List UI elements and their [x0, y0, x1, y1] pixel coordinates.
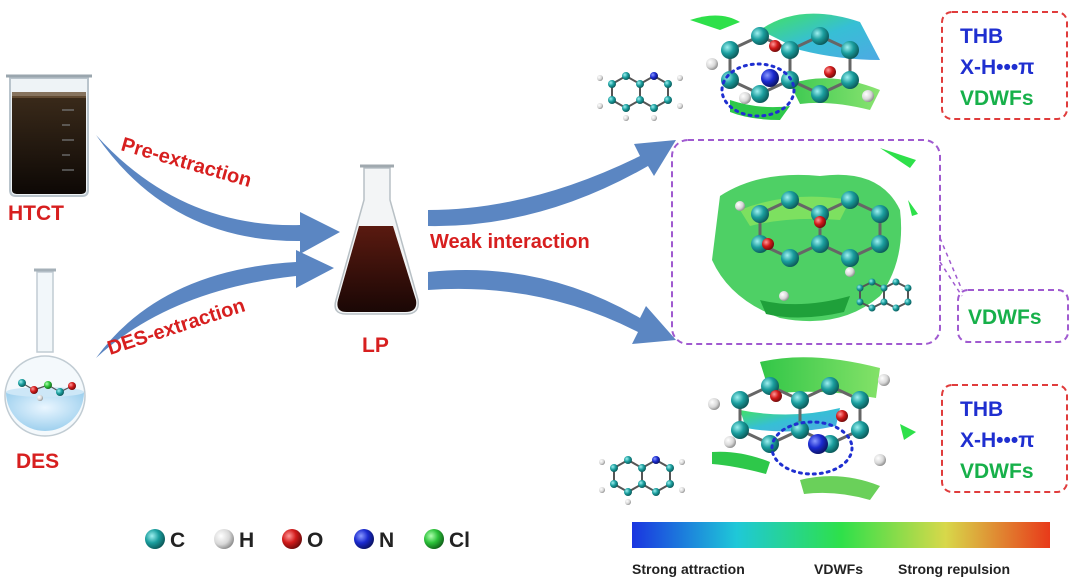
bottom-thb-label: THB [960, 398, 1003, 421]
legend-chlorine-label: Cl [449, 529, 470, 552]
bottom-isosurface-model [599, 357, 916, 505]
middle-interaction-box [957, 289, 1069, 343]
htct-beaker [6, 74, 92, 197]
weak-interaction-label: Weak interaction [430, 231, 590, 253]
bottom-xh-pi-label: X-H•••π [960, 429, 1034, 452]
middle-vdwfs-label: VDWFs [968, 306, 1042, 329]
atom-legend: C H O N Cl [145, 529, 470, 552]
weak-interaction-arrow-down [428, 269, 676, 344]
legend-carbon-label: C [170, 529, 185, 552]
legend-carbon-sphere [145, 529, 165, 549]
colorbar-right-label: Strong repulsion [898, 561, 1010, 577]
middle-callout-lines [939, 237, 963, 297]
top-interaction-box [941, 11, 1068, 120]
legend-oxygen-sphere [282, 529, 302, 549]
top-isosurface-model [597, 13, 880, 121]
legend-chlorine-sphere [424, 529, 444, 549]
rdg-color-bar [632, 522, 1050, 548]
legend-hydrogen-label: H [239, 529, 254, 552]
weak-interaction-arrow-up [428, 140, 676, 227]
des-label: DES [16, 450, 59, 473]
middle-isosurface-model [712, 148, 918, 322]
des-extraction-arrow [96, 250, 334, 358]
top-xh-pi-label: X-H•••π [960, 56, 1034, 79]
pre-extraction-arrow [96, 135, 340, 254]
middle-panel-box [671, 139, 941, 345]
legend-oxygen-label: O [307, 529, 323, 552]
colorbar-left-label: Strong attraction [632, 561, 745, 577]
legend-nitrogen-label: N [379, 529, 394, 552]
bottom-vdwfs-label: VDWFs [960, 460, 1034, 483]
legend-nitrogen-sphere [354, 529, 374, 549]
legend-hydrogen-sphere [214, 529, 234, 549]
lp-flask [334, 164, 419, 315]
des-flask [4, 268, 86, 437]
colorbar-center-label: VDWFs [814, 561, 863, 577]
top-thb-label: THB [960, 25, 1003, 48]
lp-label: LP [362, 334, 389, 357]
bottom-interaction-box [941, 384, 1068, 493]
top-vdwfs-label: VDWFs [960, 87, 1034, 110]
htct-label: HTCT [8, 202, 64, 225]
